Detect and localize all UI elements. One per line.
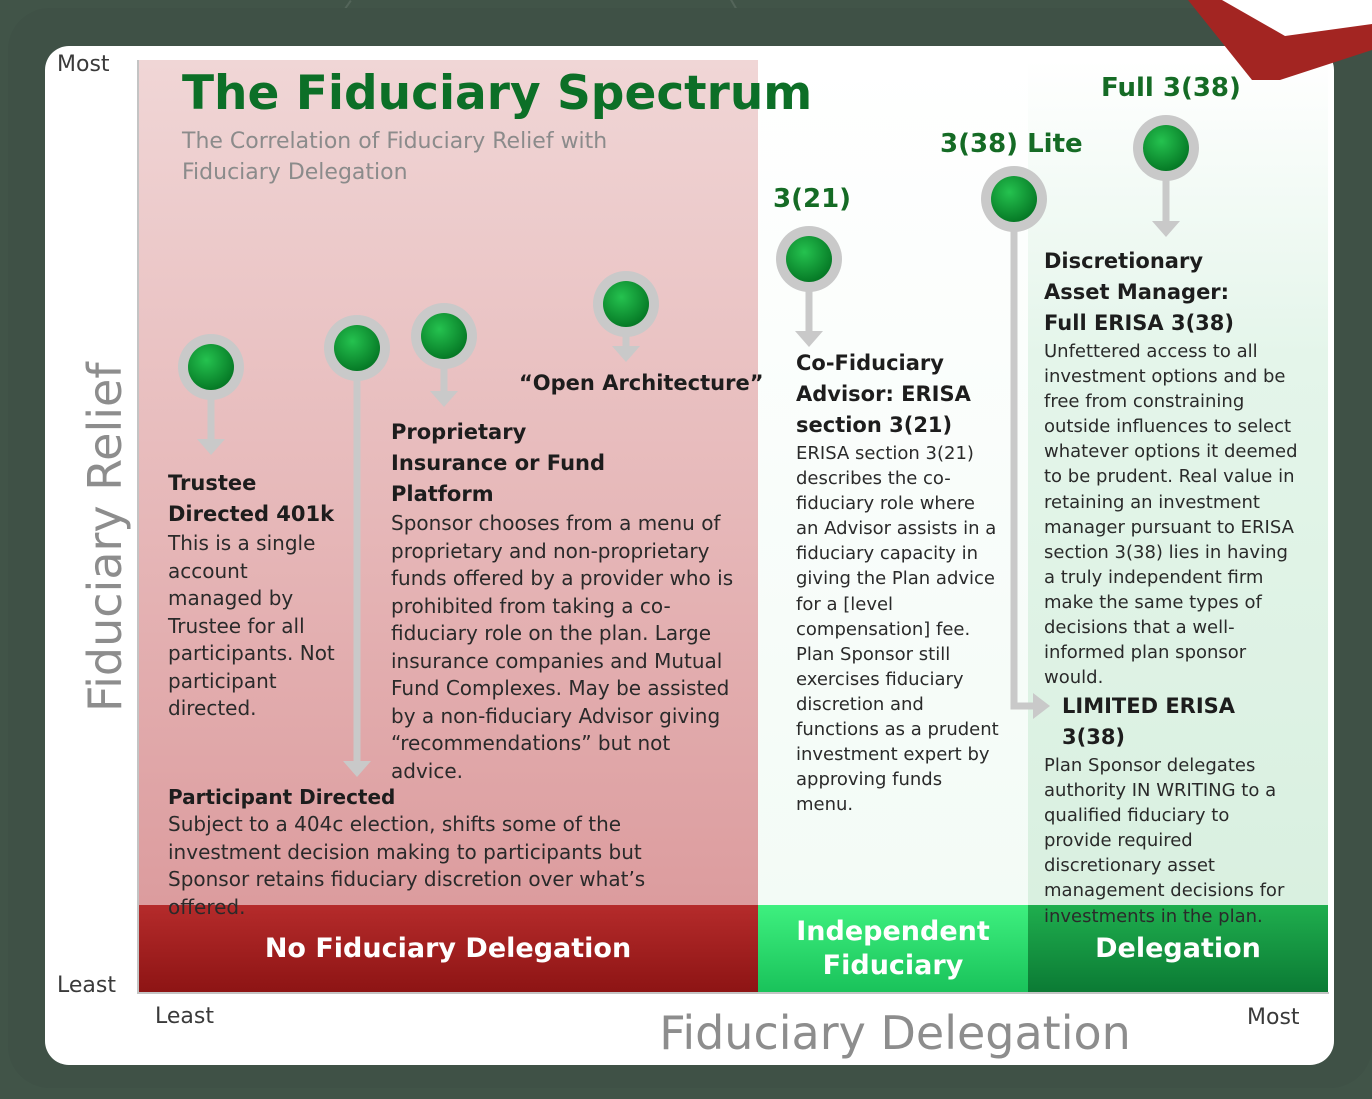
discretionary-heading: Discretionary Asset Manager: Full ERISA …	[1044, 249, 1235, 335]
participant-heading: Participant Directed	[168, 785, 396, 809]
x-axis-most: Most	[1247, 1005, 1300, 1030]
band-no-delegation: No Fiduciary Delegation	[138, 905, 758, 993]
proprietary-heading: Proprietary Insurance or Fund Platform	[391, 420, 606, 506]
proprietary-block: Proprietary Insurance or Fund Platform S…	[391, 417, 746, 785]
corner-ribbon	[1188, 0, 1372, 80]
trustee-body: This is a single account managed by Trus…	[168, 531, 335, 720]
discretionary-block: Discretionary Asset Manager: Full ERISA …	[1044, 246, 1299, 690]
proprietary-body: Sponsor chooses from a menu of proprieta…	[391, 511, 734, 783]
x-axis-line	[137, 992, 1329, 994]
label-full-3-38: Full 3(38)	[1101, 73, 1241, 103]
zone-delegation	[1028, 60, 1328, 905]
limited-heading: LIMITED ERISA 3(38)	[1062, 694, 1236, 749]
co-fiduciary-heading: Co-Fiduciary Advisor: ERISA section 3(21…	[796, 351, 971, 437]
label-3-38-lite: 3(38) Lite	[940, 129, 1083, 159]
pin-participant	[324, 315, 390, 777]
trustee-directed-block: Trustee Directed 401k This is a single a…	[168, 468, 348, 723]
diagram-subtitle: The Correlation of Fiduciary Relief with…	[182, 129, 608, 185]
pin-full-3-38	[1133, 115, 1199, 237]
co-fiduciary-body: ERISA section 3(21) describes the co-fid…	[796, 443, 999, 816]
x-axis-title: Fiduciary Delegation	[659, 1006, 1131, 1060]
co-fiduciary-block: Co-Fiduciary Advisor: ERISA section 3(21…	[796, 348, 999, 817]
participant-body: Subject to a 404c election, shifts some …	[168, 812, 646, 919]
zone-no-delegation	[138, 60, 758, 905]
pin-proprietary	[411, 303, 477, 407]
label-open-architecture: “Open Architecture”	[519, 371, 764, 395]
participant-directed-block: Participant Directed Subject to a 404c e…	[168, 784, 728, 921]
trustee-heading: Trustee Directed 401k	[168, 471, 335, 526]
pins-layer	[178, 115, 1199, 777]
label-3-21: 3(21)	[773, 184, 852, 214]
pin-trustee	[178, 334, 244, 455]
pin-open-architecture	[593, 271, 659, 362]
pin-3-21	[776, 226, 842, 347]
limited-block: LIMITED ERISA 3(38) Plan Sponsor delegat…	[1044, 691, 1299, 929]
band-independent-fiduciary: Independent Fiduciary	[758, 905, 1028, 993]
pin-3-38-lite	[981, 166, 1050, 719]
y-axis-least: Least	[57, 973, 116, 998]
diagram-title: The Fiduciary Spectrum	[182, 66, 813, 121]
x-axis-least: Least	[155, 1004, 214, 1029]
y-axis-line	[137, 60, 139, 994]
band-delegation: Delegation	[1028, 905, 1328, 993]
spectrum-card: No Fiduciary Delegation Independent Fidu…	[45, 46, 1334, 1065]
discretionary-body: Unfettered access to all investment opti…	[1044, 341, 1298, 689]
y-axis-most: Most	[57, 52, 110, 77]
limited-body: Plan Sponsor delegates authority IN WRIT…	[1044, 755, 1285, 927]
